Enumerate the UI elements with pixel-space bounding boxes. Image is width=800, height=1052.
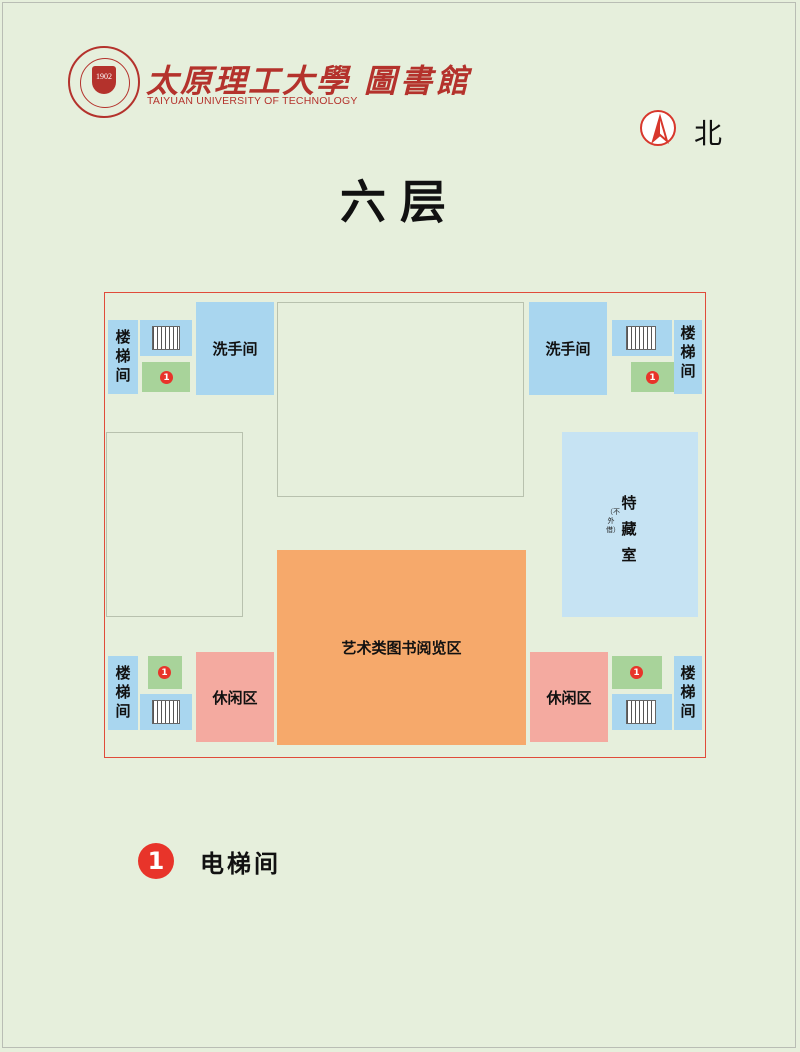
special-collection-note: （不外借） xyxy=(606,508,620,534)
floor-title: 六层 xyxy=(340,175,460,229)
stairwell-ne xyxy=(612,320,672,356)
university-name-en: TAIYUAN UNIVERSITY OF TECHNOLOGY xyxy=(147,95,358,107)
stairwell-sw xyxy=(140,694,192,730)
university-seal: 1902 xyxy=(68,46,140,118)
atrium-void xyxy=(277,302,524,497)
special-collection-label: 特藏室 xyxy=(621,494,637,564)
lounge-east[interactable]: 休闲区 xyxy=(530,652,608,742)
stairwell-ne-label[interactable]: 楼梯间 xyxy=(674,320,702,394)
elevator-badge: 1 xyxy=(630,666,643,679)
west-void xyxy=(106,432,243,617)
stairs-icon xyxy=(626,700,656,724)
north-label: 北 xyxy=(694,117,723,150)
floor-outline xyxy=(104,292,706,758)
stairwell-se-label[interactable]: 楼梯间 xyxy=(674,656,702,730)
stairs-icon xyxy=(152,700,180,724)
art-reading-area[interactable]: 艺术类图书阅览区 xyxy=(277,550,526,745)
stairs-icon xyxy=(152,326,180,350)
legend-elevator-badge: 1 xyxy=(138,843,174,879)
stairwell-se xyxy=(612,694,672,730)
stairwell-sw-label[interactable]: 楼梯间 xyxy=(108,656,138,730)
elevator-se[interactable]: 1 xyxy=(612,656,662,689)
elevator-nw[interactable]: 1 xyxy=(142,362,190,392)
library-name-cn: 圖書館 xyxy=(364,62,473,100)
stairs-icon xyxy=(626,326,656,350)
elevator-badge: 1 xyxy=(160,371,173,384)
university-name-cn: 太原理工大學 xyxy=(146,62,351,100)
restroom-ne[interactable]: 洗手间 xyxy=(529,302,607,395)
lounge-west[interactable]: 休闲区 xyxy=(196,652,274,742)
elevator-ne[interactable]: 1 xyxy=(631,362,675,392)
elevator-badge: 1 xyxy=(646,371,659,384)
legend-elevator-label: 电梯间 xyxy=(200,850,281,878)
restroom-nw[interactable]: 洗手间 xyxy=(196,302,274,395)
stairwell-nw-label[interactable]: 楼梯间 xyxy=(108,320,138,394)
north-arrow-icon xyxy=(640,110,676,146)
elevator-sw[interactable]: 1 xyxy=(148,656,182,689)
elevator-badge: 1 xyxy=(158,666,171,679)
special-collection-room[interactable]: 特藏室 （不外借） xyxy=(562,432,698,617)
stairwell-nw xyxy=(140,320,192,356)
seal-year: 1902 xyxy=(96,72,112,81)
